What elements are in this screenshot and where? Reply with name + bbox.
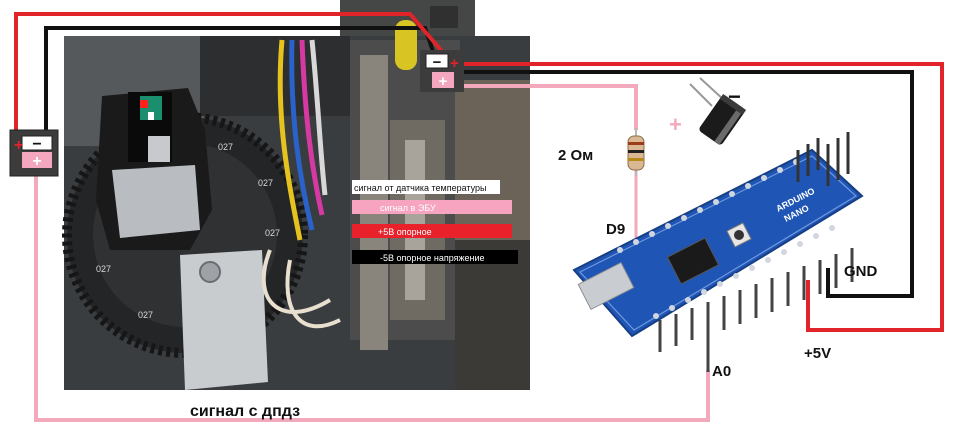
label-gnd: GND [844, 263, 878, 280]
top-connector: − + + [420, 50, 464, 92]
label-signal-dpdz: сигнал с дпдз [190, 403, 300, 420]
arduino-nano: ARDUINO NANO [572, 132, 864, 372]
band-ref-minus [352, 250, 518, 264]
left-connector-red-plus: + [14, 137, 23, 154]
band-ref-plus-label: +5В опорное [378, 227, 432, 237]
top-connector-red-plus: + [450, 55, 459, 72]
wire-pink-signal [34, 162, 710, 422]
label-d9: D9 [606, 221, 625, 238]
wire-red-5v [462, 62, 944, 332]
left-connector-plus: + [32, 153, 41, 170]
wire-black-gnd [462, 70, 914, 298]
wire-red-top [14, 12, 448, 136]
usb-port [577, 261, 635, 311]
mcu-chip [666, 237, 720, 285]
band-ref-plus [352, 224, 512, 238]
gear-marking-3: 027 [265, 228, 280, 238]
metal-bracket [180, 250, 268, 390]
label-a0: A0 [712, 363, 731, 380]
capacitor-plus: + [669, 112, 682, 137]
gear-marking-4: 027 [96, 264, 111, 274]
band-temp [352, 180, 500, 194]
capacitor-minus: − [728, 84, 741, 109]
top-connector-plus: + [439, 73, 448, 90]
left-connector-minus: − [32, 136, 41, 153]
gear-marking-5: 027 [138, 310, 153, 320]
band-ref-minus-label: -5В опорное напряжение [380, 253, 485, 263]
label-plus5v: +5V [804, 345, 831, 362]
resistor [627, 128, 645, 176]
label-resistor: 2 Ом [558, 147, 593, 164]
wires [14, 12, 944, 422]
left-connector: − + + [9, 129, 59, 177]
band-ecu [352, 200, 512, 214]
band-temp-label: сигнал от датчика температуры [354, 183, 487, 193]
gear-marking-2: 027 [258, 178, 273, 188]
capacitor: + − [669, 77, 747, 145]
board-pcb [572, 148, 864, 338]
top-connector-minus: − [433, 54, 442, 71]
wire-pink-top [460, 84, 638, 130]
band-ecu-label: сигнал в ЭБУ [380, 203, 436, 213]
wire-bands: сигнал от датчика температуры сигнал в Э… [352, 180, 518, 264]
wire-black-top [44, 26, 438, 136]
gear-marking-1: 027 [218, 142, 233, 152]
